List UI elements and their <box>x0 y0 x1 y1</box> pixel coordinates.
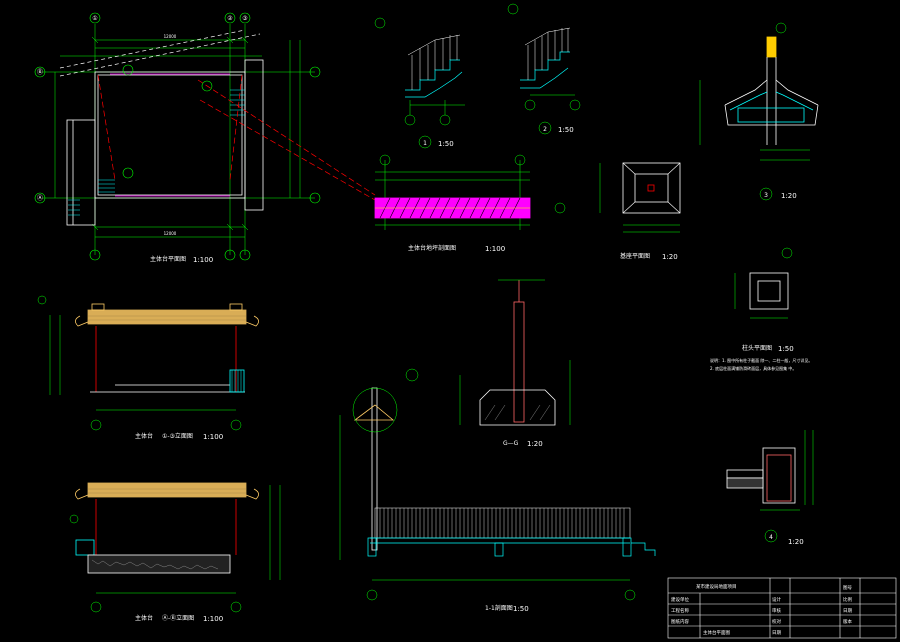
axis-3-top: ③ <box>242 15 247 22</box>
column-cap-scale: 1:20 <box>781 192 797 200</box>
plan-walls <box>66 59 264 226</box>
plan-view <box>34 12 376 261</box>
column-head-title: 柱头平面图 <box>742 344 772 352</box>
base-plan <box>599 162 681 233</box>
column-head-scale: 1:50 <box>778 345 794 353</box>
railing-bars <box>379 508 625 538</box>
section-1-1-scale: 1:50 <box>513 605 529 613</box>
section-gg-labels: G—G 1:20 <box>503 440 543 448</box>
tb-row1-label: 建设单位 <box>671 596 689 603</box>
tb-right-4: 版本 <box>843 618 852 625</box>
note-1: 说明：1. 图中所有柱子截面 除一、二柱一般，尺寸详见。 <box>710 357 812 363</box>
stair-detail-2 <box>507 3 581 135</box>
stair-1-tag: 1 <box>423 140 427 147</box>
elev2-range: Ⓐ-Ⓑ立面图 <box>162 614 194 622</box>
wall-detail-tag: 4 <box>769 534 773 541</box>
stair-1-scale: 1:50 <box>438 140 454 148</box>
plan-callouts <box>34 12 321 261</box>
column-head-plan <box>734 247 793 319</box>
axis-1-top: ① <box>92 15 97 22</box>
plan-grid <box>42 24 315 255</box>
wall-detail-scale: 1:20 <box>788 538 804 546</box>
tb-right-3: 日期 <box>843 608 852 614</box>
elevation-2-labels: 主体台 Ⓐ-Ⓑ立面图 1:100 <box>135 614 223 623</box>
stair-2-tag: 2 <box>543 126 547 133</box>
axis-b-left: Ⓑ <box>37 68 43 76</box>
note-2: 2. 底层柱面满铺防滑砖面层，具体参见图集 中。 <box>710 365 796 371</box>
plan-hidden-lines <box>97 74 376 201</box>
axis-a-left: Ⓐ <box>37 194 43 202</box>
platform-section-view <box>374 154 566 230</box>
elev1-range: ①-③立面图 <box>162 432 193 440</box>
stair-labels: 1 1:50 2 1:50 <box>423 126 574 148</box>
stair-detail-1 <box>374 17 465 149</box>
platform-section-title: 主体台地坪剖面图 <box>408 244 456 252</box>
plan-width-dim: 12000 <box>164 34 177 39</box>
plan-width-dim-bottom: 12000 <box>164 231 177 236</box>
plan-markers <box>110 73 230 197</box>
project-name: 某市建设局地面项目 <box>696 583 737 590</box>
plan-labels: ① ② ③ Ⓑ Ⓐ 12000 12000 主体台平面图 1:100 <box>37 15 248 264</box>
tb-right-2: 比例 <box>843 596 852 603</box>
elev1-scale: 1:100 <box>203 433 223 441</box>
base-plan-title: 基座平面图 <box>620 252 650 260</box>
section-1-1-title: 1-1剖面图 <box>485 604 513 612</box>
axis-2-top: ② <box>227 15 233 22</box>
tb-row2-role: 审核 <box>772 607 781 614</box>
tb-drawing-name: 主体台平面图 <box>703 629 730 636</box>
tb-right-1: 图号 <box>843 585 852 591</box>
section-1-1 <box>339 368 656 601</box>
column-head-labels: 柱头平面图 1:50 说明：1. 图中所有柱子截面 除一、二柱一般，尺寸详见。 … <box>710 344 812 371</box>
tb-row4-role: 日期 <box>772 630 781 636</box>
elevation-1-labels: 主体台 ①-③立面图 1:100 <box>135 432 223 441</box>
roof-outline <box>59 29 261 77</box>
section-gg-title: G—G <box>503 440 519 447</box>
plan-title: 主体台平面图 <box>150 255 186 263</box>
title-block <box>667 577 897 639</box>
elevation-2 <box>69 482 281 613</box>
elev1-title: 主体台 <box>135 432 153 440</box>
section-gg-scale: 1:20 <box>527 440 543 448</box>
wall-detail <box>726 430 814 543</box>
platform-section-labels: 主体台地坪剖面图 1:100 <box>408 244 505 253</box>
section-1-1-labels: 1-1剖面图 1:50 <box>485 604 529 613</box>
tb-row3-role: 校对 <box>772 618 781 625</box>
base-plan-labels: 基座平面图 1:20 <box>620 252 678 261</box>
elevation-1 <box>37 295 259 431</box>
stair-2-scale: 1:50 <box>558 126 574 134</box>
title-block-text: 某市建设局地面项目 建设单位 设计 工程名称 审核 图纸内容 校对 主体台平面图… <box>671 583 852 636</box>
elev2-title: 主体台 <box>135 614 153 622</box>
column-cap-labels: 3 1:20 <box>764 192 797 200</box>
tb-row2-label: 工程名称 <box>671 607 689 614</box>
base-plan-scale: 1:20 <box>662 253 678 261</box>
column-cap-detail <box>699 22 819 201</box>
tb-row3-label: 图纸内容 <box>671 618 689 625</box>
elev2-scale: 1:100 <box>203 615 223 623</box>
tb-row1-role: 设计 <box>772 596 781 603</box>
platform-section-scale: 1:100 <box>485 245 505 253</box>
plan-scale: 1:100 <box>193 256 213 264</box>
column-cap-tag: 3 <box>764 192 768 199</box>
wall-detail-labels: 4 1:20 <box>769 534 804 546</box>
section-gg <box>459 279 571 426</box>
plan-steps <box>68 89 245 216</box>
